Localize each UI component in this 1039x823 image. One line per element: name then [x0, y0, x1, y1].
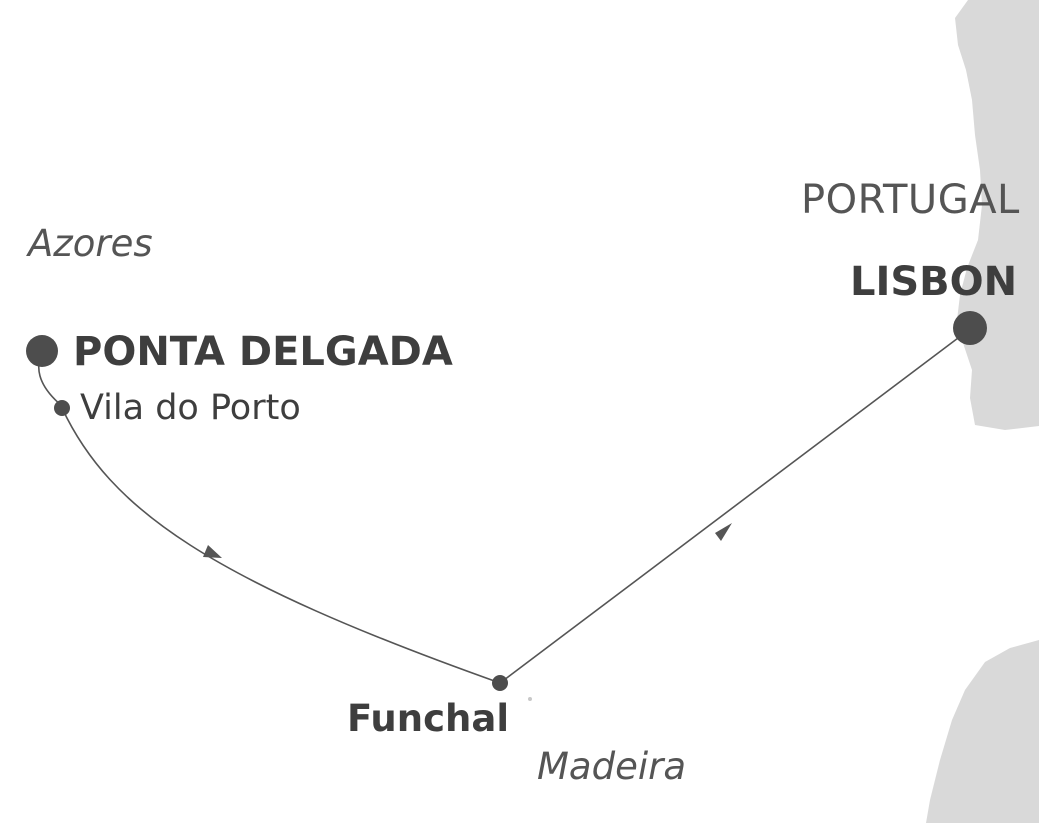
route-arrow-icon — [203, 545, 222, 558]
port-marker-funchal — [492, 675, 508, 691]
region-label-madeira: Madeira — [537, 745, 687, 788]
port-label-ponta-delgada: PONTA DELGADA — [73, 329, 453, 375]
route-vila-to-funchal — [61, 407, 501, 684]
lower-coast-landmass — [926, 640, 1039, 823]
route-arrow-icon — [715, 523, 732, 541]
port-label-vila-do-porto: Vila do Porto — [80, 388, 301, 428]
country-label-portugal: PORTUGAL — [801, 177, 1020, 223]
port-marker-lisbon — [953, 311, 987, 345]
port-label-funchal: Funchal — [347, 697, 510, 740]
route-funchal-to-lisbon — [499, 328, 971, 684]
region-label-azores: Azores — [28, 222, 153, 265]
island-dot — [528, 697, 532, 701]
port-label-lisbon: LISBON — [850, 259, 1018, 305]
port-marker-vila-do-porto — [54, 400, 70, 416]
port-marker-ponta-delgada — [26, 335, 58, 367]
